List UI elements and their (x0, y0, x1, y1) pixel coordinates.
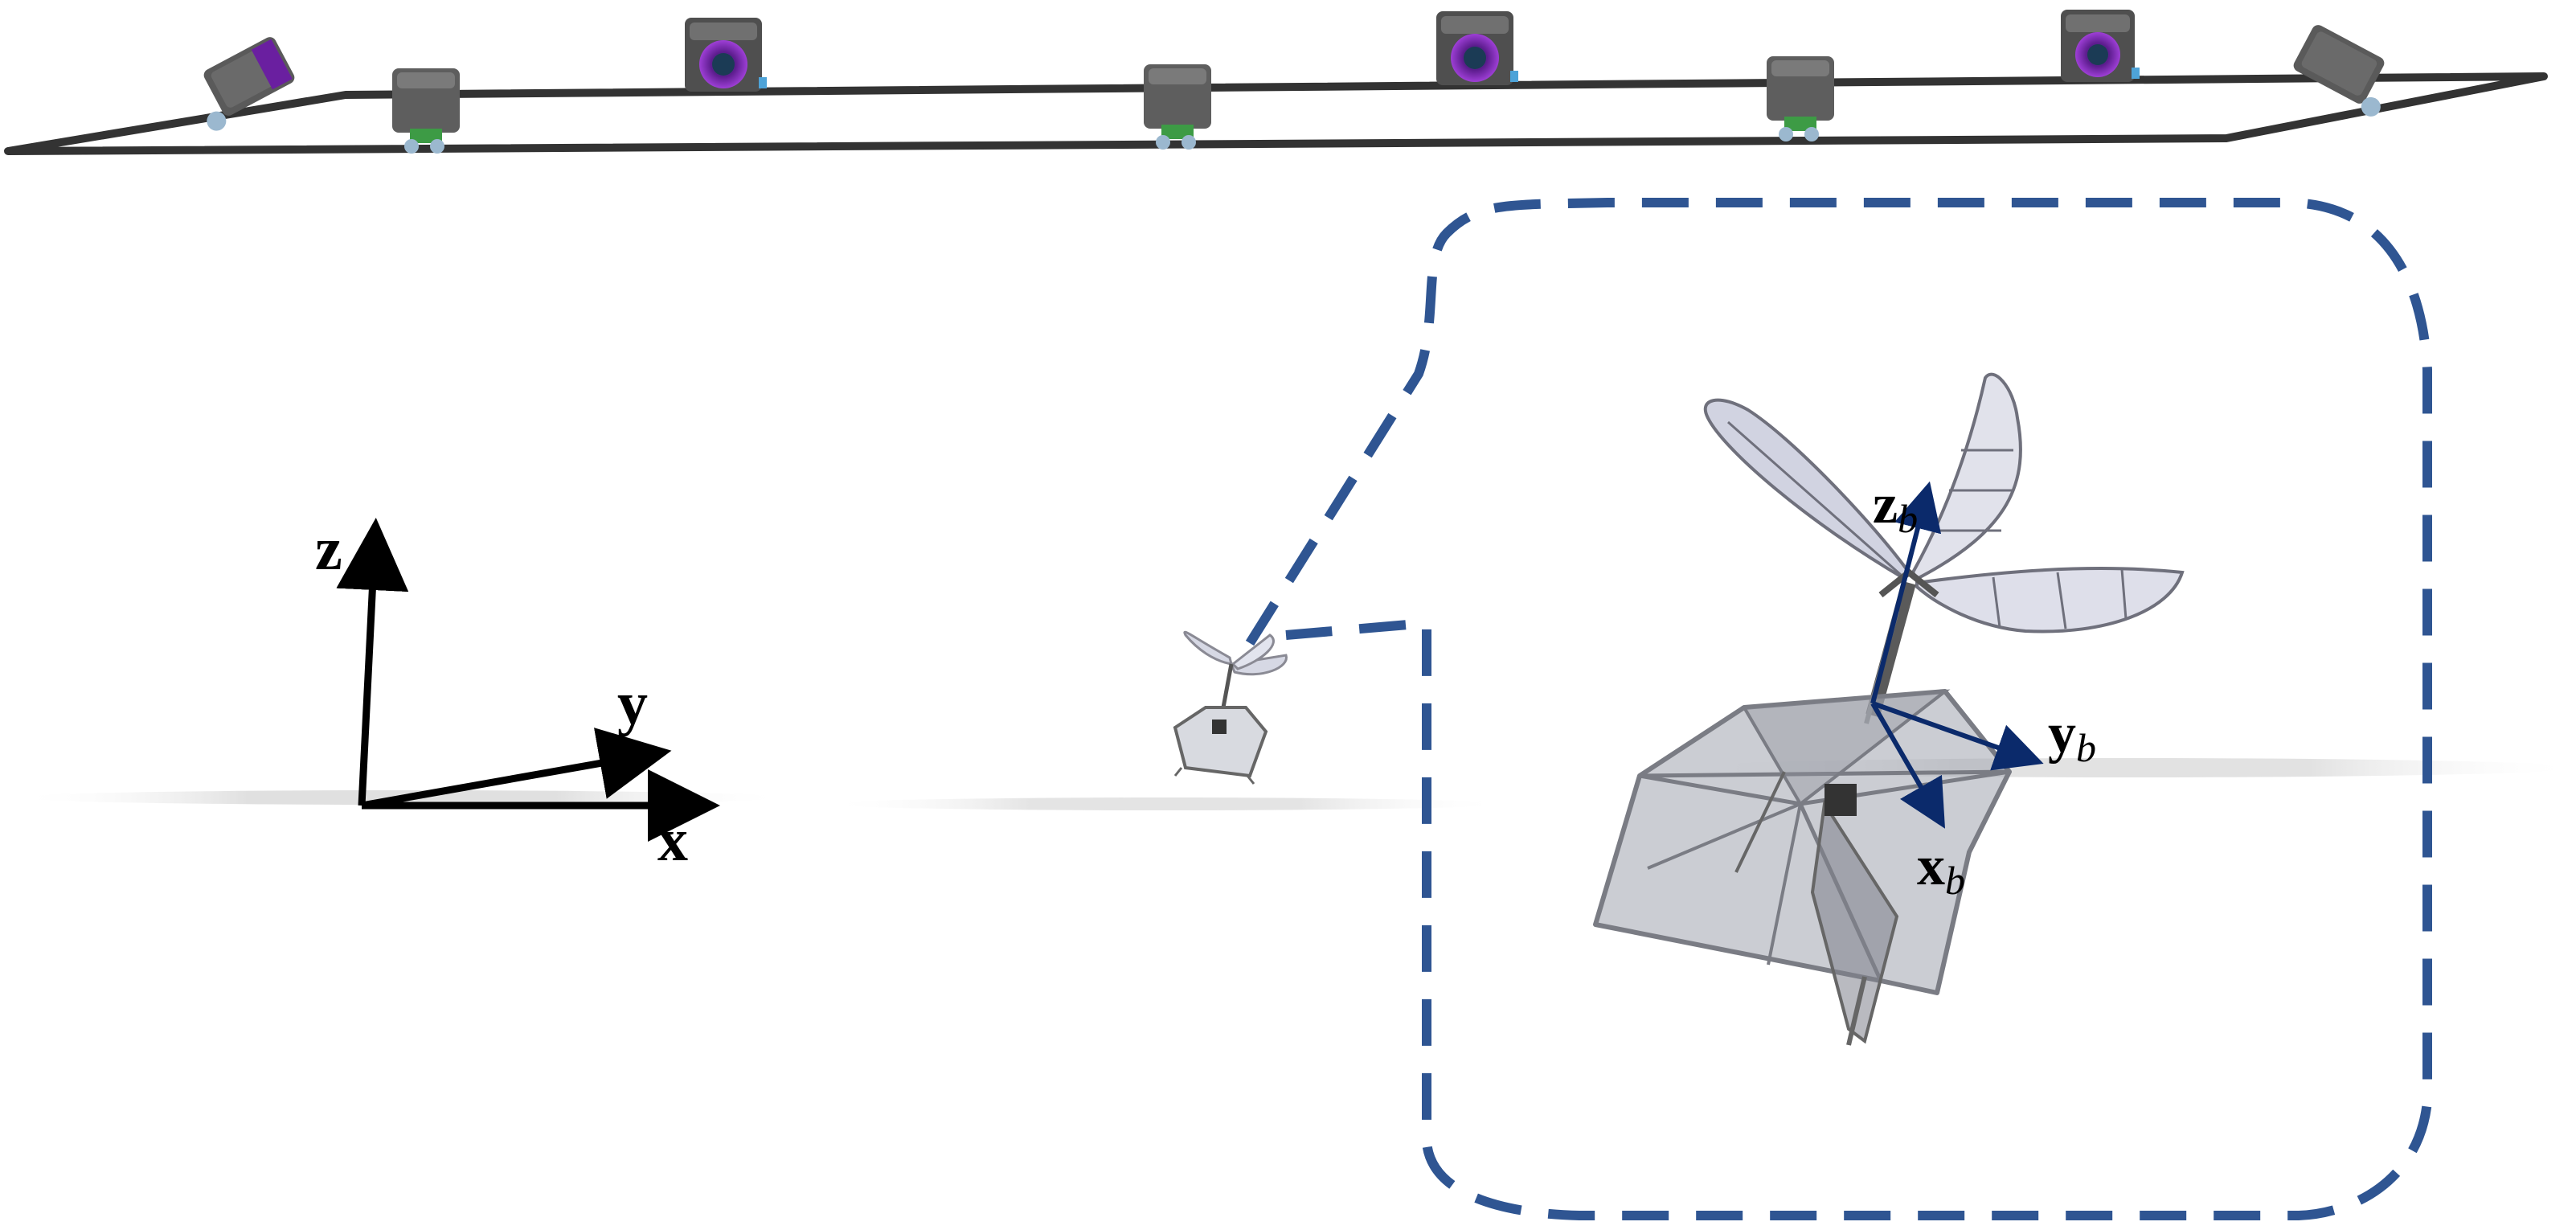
camera-5 (1436, 11, 1518, 85)
camera-4 (1144, 64, 1211, 150)
camera-2 (392, 68, 460, 154)
world-x-label: x (657, 806, 688, 874)
wing-right (1917, 568, 2182, 631)
camera-7 (2061, 10, 2140, 82)
wing-upper-right (1913, 375, 2021, 579)
world-z-axis (362, 547, 375, 806)
world-z-label: z (315, 515, 342, 583)
body-z-label: zb (1873, 474, 1918, 541)
body-y-label: yb (2048, 703, 2096, 770)
mocap-rig-frame (8, 76, 2544, 151)
camera-3 (685, 18, 767, 92)
flapping-wing-robot-small (1175, 632, 1286, 784)
world-y-label: y (617, 670, 648, 737)
camera-6 (1767, 56, 1834, 141)
central-electronics (1824, 784, 1857, 816)
world-frame-axes: z y x (315, 515, 691, 874)
